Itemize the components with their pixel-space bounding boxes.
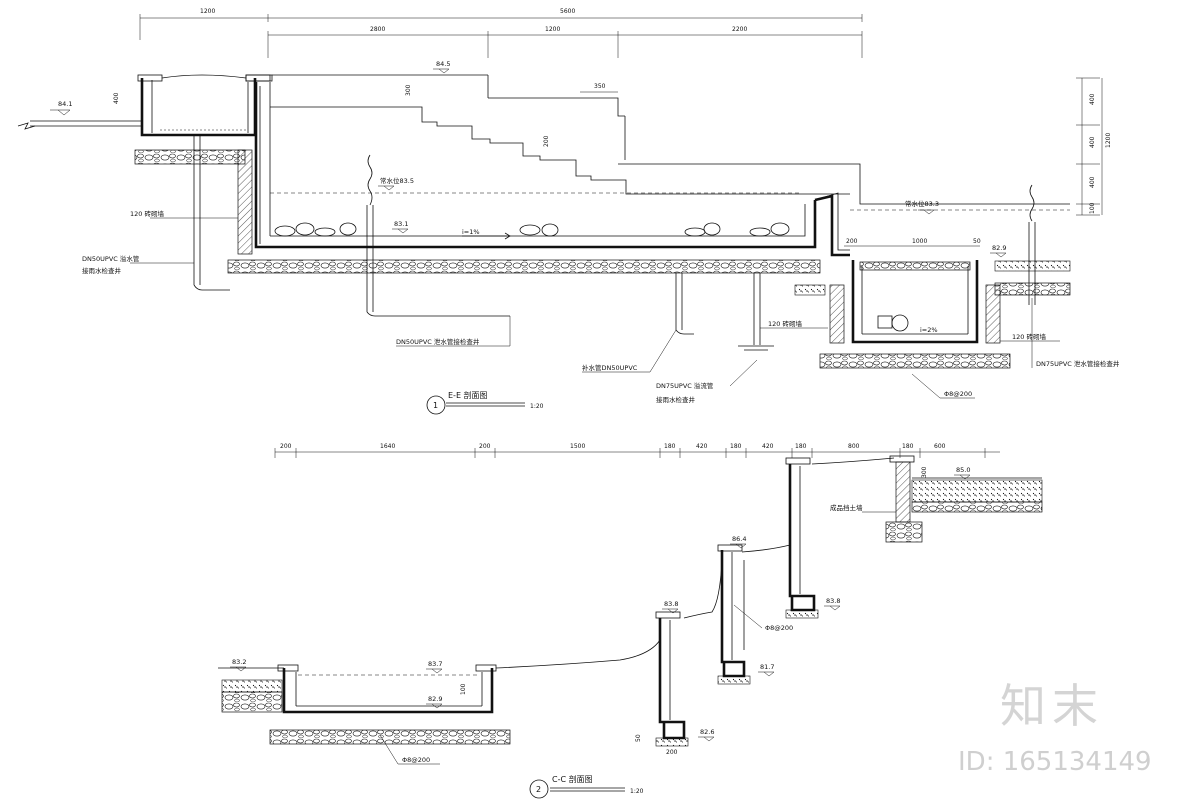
dim-pit-1000: 1000 [912,238,927,245]
dim-2800: 2800 [370,26,385,33]
section-scale-1: 1:20 [530,403,544,410]
pump-pit: i=2% 200 1000 50 82.9 常水位83.3 120 砖砌墙 DN… [794,184,1120,399]
watermark-brand: 知末 [1000,679,1104,733]
elev-83-1: 83.1 [394,220,408,228]
elev-83-8-b: 83.8 [826,597,840,605]
section-number-2: 2 [536,785,541,794]
dim-1200: 1200 [200,8,215,15]
elev-83-3: 常水位83.3 [905,199,939,208]
dim-200: 200 [543,135,550,147]
c-dim-10: 180 [902,443,914,450]
c-dim-1: 1640 [380,443,395,450]
top-wall: 85.0 300 成品挡土墙 [830,455,1043,543]
c-dim-200: 200 [666,749,678,756]
label-rebar-3: Φ8@200 [765,624,793,632]
dim-5600: 5600 [560,8,575,15]
rdim-1200: 1200 [1105,133,1112,148]
elev-81-7: 81.7 [760,663,774,671]
elev-82-6: 82.6 [700,728,714,736]
elev-83-5: 常水位83.5 [380,176,414,185]
dim-400-left: 400 [113,92,120,104]
c-dim-7: 420 [762,443,774,450]
lower-pool: 83.2 83.7 82.9 100 Φ8@200 [218,639,661,765]
c-dim-4: 180 [664,443,676,450]
elev-84-1: 84.1 [58,100,72,108]
label-pipe-a-2: 接雨水检查井 [82,266,122,275]
label-pipe-d-1: DN75UPVC 溢流管 [656,381,714,390]
c-dim-3: 1500 [570,443,585,450]
c-dim-8: 180 [795,443,807,450]
retaining-wall-3: 83.8 [785,457,895,619]
dim-pit-200: 200 [846,238,858,245]
section-title-e-e: E-E 剖面图 [448,390,488,400]
rdim-400-c: 400 [1089,176,1096,188]
c-dim-6: 180 [730,443,742,450]
label-wall-a: 120 砖砌墙 [130,209,164,218]
elev-82-9: 82.9 [992,244,1006,252]
section-number-1: 1 [433,401,438,410]
dim-350: 350 [594,83,606,90]
section-scale-2: 1:20 [630,788,644,795]
retaining-wall-1: 83.8 82.6 50 200 [635,559,723,756]
label-pipe-c: 补水管DN50UPVC [582,363,638,372]
rdim-400-b: 400 [1089,136,1096,148]
elev-84-5: 84.5 [436,60,450,68]
elev-83-2: 83.2 [232,658,246,666]
elev-83-7: 83.7 [428,660,442,668]
dim-pit-50: 50 [973,238,981,245]
elev-82-9-c: 82.9 [428,695,442,703]
c-dim-0: 200 [280,443,292,450]
c-dim-9: 800 [848,443,860,450]
watermark-id: ID: 165134149 [958,747,1152,777]
label-rebar-2: Φ8@200 [402,756,430,764]
main-pool: 84.5 300 350 200 常水位83.5 83.1 i=1% [82,60,1070,404]
rdim-100: 100 [1089,202,1096,214]
section-c-c: 200 1640 200 1500 180 420 180 420 180 80… [218,443,1043,799]
retaining-wall-2: 86.4 81.7 Φ8@200 [717,535,793,685]
dimension-line-second: 2800 1200 2200 [267,26,863,58]
rdim-400-a: 400 [1089,93,1096,105]
c-dim-100: 100 [460,683,467,695]
c-dim-50: 50 [635,734,642,742]
dim-1200-b: 1200 [545,26,560,33]
label-pipe-d-2: 接雨水检查井 [656,395,696,404]
section-title-1: 1 E-E 剖面图 1:20 [426,390,544,415]
label-pipe-e: DN75UPVC 泄水管接检查井 [1036,359,1120,368]
left-ground: 84.1 400 [17,92,142,130]
watermark: 知末 ID: 165134149 [958,679,1152,777]
dimension-line-top: 1200 5600 [139,8,863,40]
slope-i-2: i=2% [920,326,938,334]
label-pipe-a-1: DN50UPVC 溢水管 [82,254,140,263]
dim-300: 300 [405,84,412,96]
right-dims: 400 400 400 1200 100 [1076,77,1112,216]
pool-rocks [274,222,790,237]
slope-i-1: i=1% [462,228,480,236]
label-pipe-b: DN50UPVC 泄水管接检查井 [396,337,480,346]
c-dim-300: 300 [921,466,928,478]
elev-85-0: 85.0 [956,466,970,474]
c-dim-2: 200 [479,443,491,450]
label-wall-c: 120 砖砌墙 [1012,332,1046,341]
section-title-c-c: C-C 剖面图 [552,774,593,784]
c-dim-5: 420 [696,443,708,450]
c-dim-11: 600 [934,443,946,450]
left-planter [134,74,271,291]
label-soil-wall: 成品挡土墙 [830,503,863,512]
label-wall-b: 120 砖砌墙 [768,319,802,328]
section-e-e: 1200 5600 2800 1200 2200 84.1 400 [17,8,1120,415]
elev-86-4: 86.4 [732,535,746,543]
elev-83-8: 83.8 [664,600,678,608]
dim-2200: 2200 [732,26,747,33]
section-2-dims: 200 1640 200 1500 180 420 180 420 180 80… [274,443,1000,458]
label-rebar-1: Φ8@200 [944,390,972,398]
section-title-2: 2 C-C 剖面图 1:20 [529,774,644,799]
